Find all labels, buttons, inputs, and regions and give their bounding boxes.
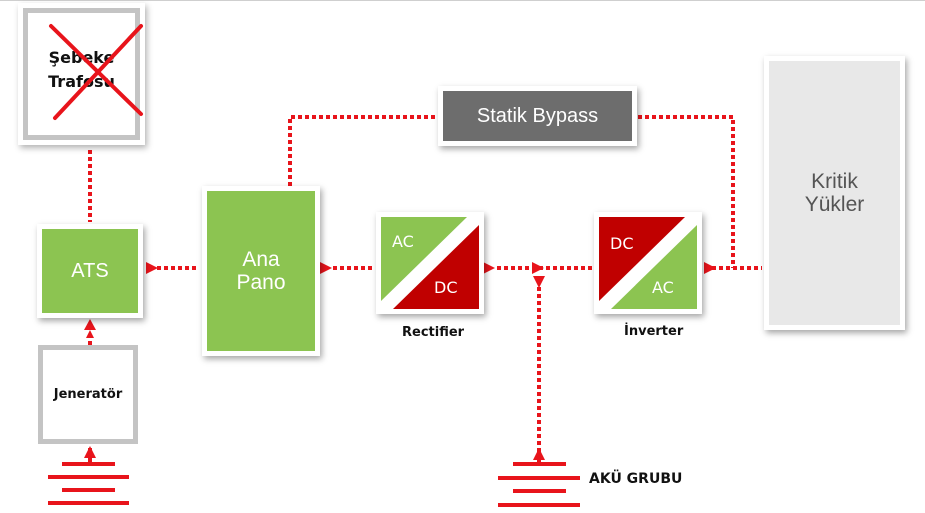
arrow-ats-anapano <box>146 262 158 274</box>
statik-bypass-node: Statik Bypass <box>438 86 637 146</box>
rectifier-dc: DC <box>434 278 458 297</box>
kritik-label-1: Kritik <box>811 170 858 193</box>
ana-pano-label-1: Ana <box>242 248 280 271</box>
battery-symbol <box>498 452 580 507</box>
arrow-jenerator-ats <box>84 319 96 330</box>
top-border <box>0 0 925 1</box>
generator-source-symbol <box>48 448 129 505</box>
inverter-node: DC AC <box>594 212 702 314</box>
ats-label: ATS <box>42 229 138 313</box>
kritik-label-2: Yükler <box>804 193 865 216</box>
rectifier-caption: Rectifier <box>402 325 465 340</box>
arrow-inverter-kritik <box>704 262 716 274</box>
line-bypass-kritik <box>638 115 735 268</box>
bypass-label: Statik Bypass <box>443 91 632 141</box>
arrow-anapano-rectifier <box>320 262 332 274</box>
arrow-rectifier-bus <box>483 262 495 274</box>
kritik-yukler-node: Kritik Yükler <box>764 56 905 330</box>
ana-pano-label-2: Pano <box>236 271 286 294</box>
cross-out-icon <box>49 24 143 120</box>
aku-grubu-label: AKÜ GRUBU <box>589 471 683 487</box>
ac-dc-converter-icon <box>381 217 479 309</box>
rectifier-node: AC DC <box>376 212 484 314</box>
arrow-bus-down <box>533 276 545 288</box>
arrow-bus-midpoint <box>532 262 544 274</box>
inverter-caption: İnverter <box>624 324 684 339</box>
jenerator-node: Jeneratör <box>38 345 138 444</box>
ana-pano-node: Ana Pano <box>202 186 320 356</box>
rectifier-ac: AC <box>392 232 414 251</box>
jenerator-label: Jeneratör <box>53 387 123 402</box>
dc-ac-converter-icon <box>599 217 697 309</box>
inverter-dc: DC <box>610 234 634 253</box>
ats-node: ATS <box>37 224 143 318</box>
line-anapano-bypass <box>288 115 438 186</box>
sebeke-trafosu-node: Şebeke Trafosu <box>18 3 145 145</box>
inverter-ac: AC <box>652 278 674 297</box>
